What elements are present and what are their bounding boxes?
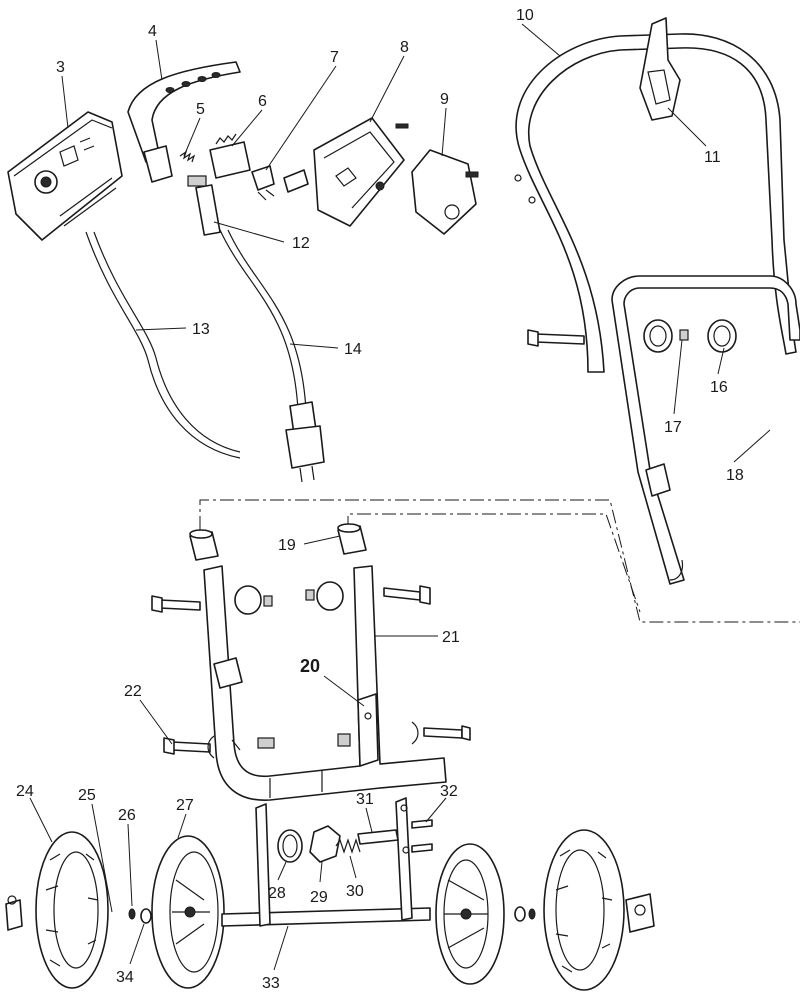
part-13-bent-rod xyxy=(85,231,241,459)
label-20: 20 xyxy=(300,656,320,676)
label-32: 32 xyxy=(440,783,458,800)
part-30-spring xyxy=(335,838,361,854)
right-washer xyxy=(514,906,536,922)
part-21-frame xyxy=(203,565,447,801)
part-12-cord-guard xyxy=(195,184,221,236)
assembly-line-2 xyxy=(347,513,641,613)
part-11-latch xyxy=(639,17,681,121)
part-28-ring xyxy=(277,829,303,863)
part-17-spacer xyxy=(679,329,689,341)
handle-bolt xyxy=(527,329,585,347)
left-hubcap xyxy=(5,895,23,931)
part-3-control-housing xyxy=(7,111,123,241)
label-33: 33 xyxy=(262,975,280,992)
handle-clip xyxy=(645,463,671,497)
right-hubcap xyxy=(625,893,655,933)
part-5-spring xyxy=(179,150,196,163)
part-20-bracket xyxy=(357,693,379,767)
label-10: 10 xyxy=(516,7,534,24)
frame-knobs xyxy=(234,581,344,615)
part-22-bolt xyxy=(163,733,351,759)
label-25: 25 xyxy=(78,787,96,804)
right-tire xyxy=(543,829,625,991)
part-16-knob xyxy=(707,319,737,353)
part-29-knob xyxy=(309,825,341,863)
label-30: 30 xyxy=(346,883,364,900)
part-33-axle xyxy=(221,797,431,927)
part-6-switch xyxy=(187,133,251,187)
label-9: 9 xyxy=(440,91,449,108)
label-24: 24 xyxy=(16,783,34,800)
label-13: 13 xyxy=(192,321,210,338)
label-19: 19 xyxy=(278,537,296,554)
label-28: 28 xyxy=(268,885,286,902)
part-24-tire xyxy=(35,831,109,989)
part-32-bolts xyxy=(411,819,433,853)
frame-bolts xyxy=(151,585,431,613)
label-8: 8 xyxy=(400,39,409,56)
label-27: 27 xyxy=(176,797,194,814)
label-16: 16 xyxy=(710,379,728,396)
frame-clip xyxy=(213,657,243,689)
part-8-switch-box xyxy=(283,117,409,227)
label-21: 21 xyxy=(442,629,460,646)
part-10-upper-handle xyxy=(514,33,797,373)
label-4: 4 xyxy=(148,23,157,40)
part-14-power-cord xyxy=(219,229,325,483)
label-14: 14 xyxy=(344,341,362,358)
label-5: 5 xyxy=(196,101,205,118)
label-17: 17 xyxy=(664,419,682,436)
label-29: 29 xyxy=(310,889,328,906)
part-31-pin xyxy=(357,829,399,845)
label-18: 18 xyxy=(726,467,744,484)
part-26-washer xyxy=(128,908,136,920)
part-19-caps xyxy=(189,523,367,561)
label-26: 26 xyxy=(118,807,136,824)
part-9-bracket xyxy=(411,149,479,235)
frame-bolt-right xyxy=(411,721,471,745)
right-inner-wheel xyxy=(435,843,505,985)
label-3: 3 xyxy=(56,59,65,76)
assembly-line xyxy=(199,499,800,623)
label-12: 12 xyxy=(292,235,310,252)
label-22: 22 xyxy=(124,683,142,700)
part-34-nut xyxy=(140,908,152,924)
part-16-knob-left xyxy=(643,319,673,353)
label-34: 34 xyxy=(116,969,134,986)
label-11: 11 xyxy=(704,149,721,166)
label-6: 6 xyxy=(258,93,267,110)
part-18-lower-handle xyxy=(611,275,800,585)
part-27-wheel xyxy=(151,835,225,989)
part-4-handle-grip xyxy=(127,61,241,183)
label-31: 31 xyxy=(356,791,374,808)
part-7-clip xyxy=(251,165,275,201)
leader-lines xyxy=(29,23,771,971)
label-7: 7 xyxy=(330,49,339,66)
